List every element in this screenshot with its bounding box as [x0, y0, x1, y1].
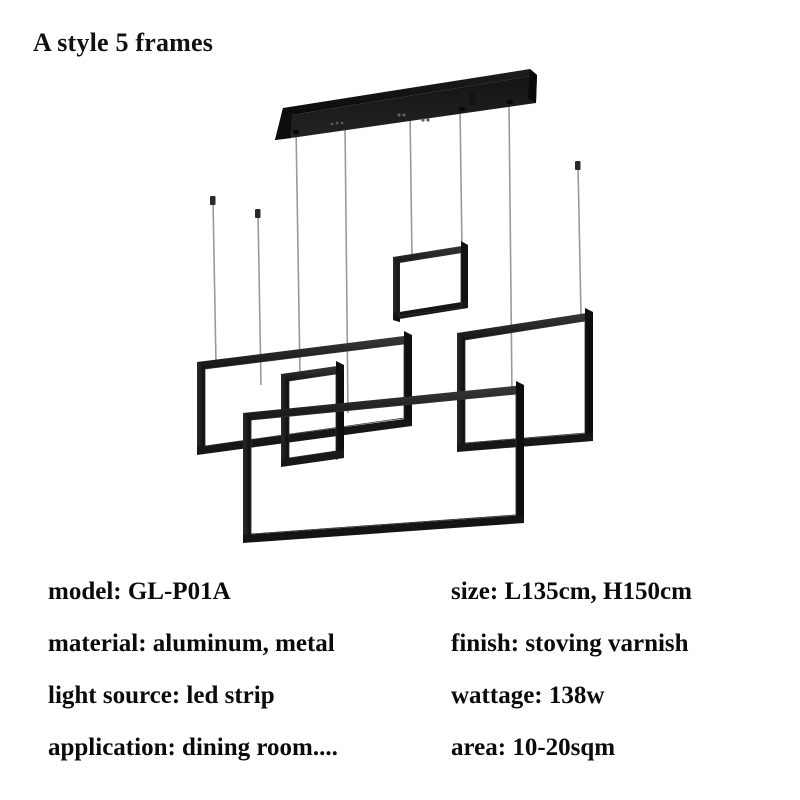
grommet — [506, 99, 514, 105]
spec-application: application: dining room.... — [48, 734, 338, 761]
ceiling-canopy — [275, 69, 537, 140]
grommet — [292, 129, 300, 135]
frame-top-bar — [457, 312, 593, 341]
frame-right-bar — [585, 308, 593, 441]
screw — [340, 121, 344, 125]
screw — [335, 121, 339, 125]
cable — [459, 106, 463, 251]
frame-left-bar — [243, 413, 251, 543]
spec-wattage: wattage: 138w — [451, 682, 605, 709]
frame-left-bar — [393, 257, 400, 322]
canopy-cable-grommets — [292, 92, 514, 135]
frame-inner-edge — [250, 393, 517, 535]
canopy-left-lip — [275, 108, 292, 140]
spec-light-source: light source: led strip — [48, 682, 275, 709]
frame-right-bar — [404, 331, 412, 424]
specification-list: model: GL-P01A size: L135cm, H150cm mate… — [0, 572, 800, 782]
frame-top-bar — [243, 385, 524, 421]
canopy-top-face — [283, 69, 537, 115]
frame-left-bar — [197, 362, 205, 455]
screw — [402, 113, 406, 117]
canopy-right-end — [528, 69, 537, 103]
frame-bottom-bar — [393, 301, 468, 320]
cable — [409, 110, 413, 261]
frame-bottom-bar — [197, 418, 412, 455]
frame-right-bar — [516, 381, 524, 523]
spec-row: light source: led strip wattage: 138w — [0, 676, 800, 728]
spec-material: material: aluminum, metal — [48, 630, 335, 657]
spec-row: model: GL-P01A size: L135cm, H150cm — [0, 572, 800, 624]
spec-area: area: 10-20sqm — [451, 734, 616, 761]
frame-large-bottom — [243, 381, 524, 543]
frame-inner-edge — [464, 320, 586, 444]
spec-model: model: GL-P01A — [48, 578, 231, 605]
screw — [397, 113, 401, 117]
spec-size: size: L135cm, H150cm — [451, 578, 692, 605]
frame-bottom-bar — [281, 450, 344, 467]
frame-left-bar — [281, 374, 289, 467]
frame-inner-edge — [398, 251, 462, 317]
frame-top-bar — [197, 335, 412, 370]
frame-large-left — [197, 331, 412, 455]
cable — [577, 164, 582, 316]
spec-row: material: aluminum, metal finish: stovin… — [0, 624, 800, 676]
product-photo — [0, 45, 800, 565]
cable — [295, 126, 301, 376]
screw — [421, 118, 425, 122]
cable-end-caps — [210, 161, 581, 218]
page-title: A style 5 frames — [33, 28, 214, 57]
spec-finish: finish: stoving varnish — [451, 630, 689, 657]
cable-cap — [210, 196, 216, 205]
frame-bottom-bar — [457, 433, 593, 452]
cable — [344, 122, 349, 414]
frame-bottom-bar — [243, 515, 524, 543]
frame-top-bar — [281, 365, 344, 382]
screw — [426, 118, 430, 122]
screw — [330, 122, 334, 126]
frame-top-bar — [393, 245, 468, 264]
cable-cap — [255, 209, 261, 218]
cable-cap — [575, 161, 581, 170]
canopy-front-face — [291, 75, 537, 138]
frame-small-top — [393, 241, 468, 322]
frame-inner-edge — [288, 373, 337, 459]
frame-inner-edge — [204, 343, 405, 447]
frame-right-bar — [461, 241, 468, 307]
cable — [212, 199, 217, 366]
spec-row: application: dining room.... area: 10-20… — [0, 728, 800, 780]
grommet — [458, 106, 466, 112]
frame-large-right — [457, 308, 593, 452]
driver-box — [469, 92, 476, 106]
canopy-mounting-screws — [330, 113, 430, 126]
cable — [508, 102, 513, 396]
pendant-light-illustration — [197, 69, 593, 543]
suspension-cables — [212, 102, 582, 414]
